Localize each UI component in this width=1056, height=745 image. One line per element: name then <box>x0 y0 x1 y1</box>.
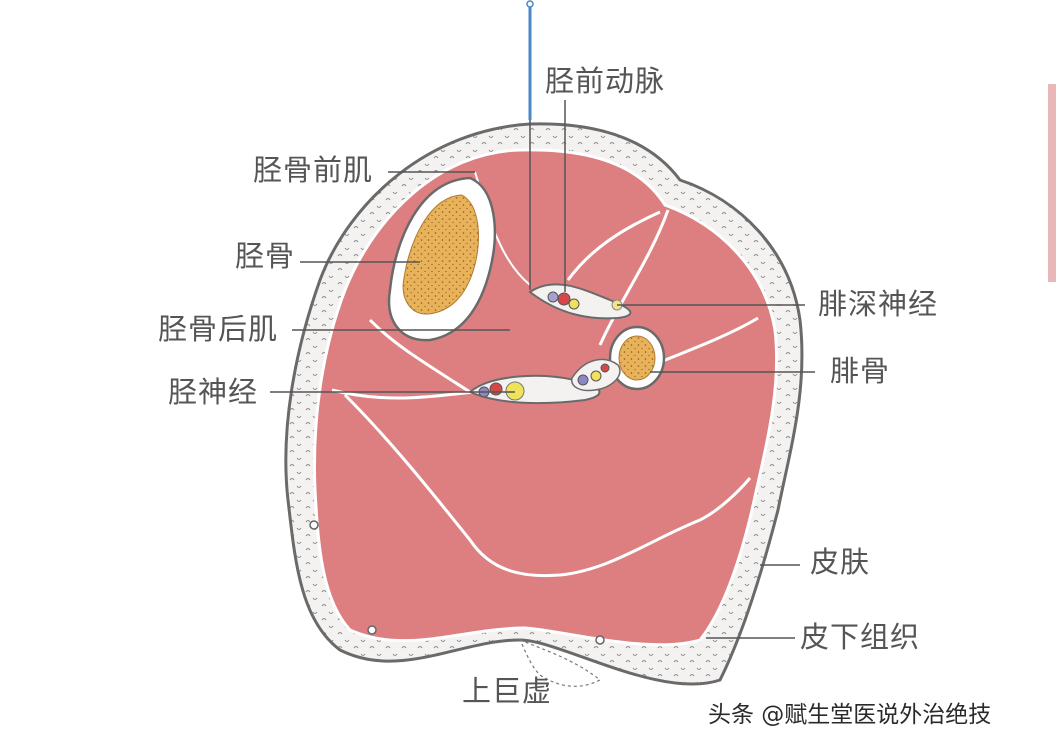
anterior-tibial-vein <box>568 298 580 310</box>
tibia-marrow <box>402 194 479 315</box>
label-acupoint: 上巨虚 <box>462 674 553 708</box>
septum-line <box>598 209 670 346</box>
anterior-tibial-artery <box>557 292 571 306</box>
label-fibula: 腓骨 <box>830 354 891 388</box>
label-deep-peroneal-nerve: 腓深神经 <box>818 287 939 321</box>
anterior-tibial-vein <box>547 291 559 303</box>
cutaneous-vessel <box>367 625 377 635</box>
septum-line <box>368 318 471 394</box>
watermark: 头条 @赋生堂医说外治绝技 <box>708 702 992 728</box>
label-tibia: 胫骨 <box>235 239 296 273</box>
septum-line <box>343 393 752 578</box>
label-tibialis-anterior: 胫骨前肌 <box>253 153 374 187</box>
needle-handle <box>526 0 534 8</box>
peroneal-vein <box>577 374 589 386</box>
label-anterior-tibial-artery: 胫前动脉 <box>545 64 666 98</box>
cutaneous-vessel <box>309 520 319 530</box>
tibial-nerve <box>505 381 525 401</box>
label-tibial-nerve: 胫神经 <box>168 375 259 409</box>
posterior-tibial-artery <box>489 382 503 396</box>
peroneal-artery <box>590 370 602 382</box>
acupoint-region <box>518 638 602 687</box>
septum-line <box>566 210 661 281</box>
peroneal-nerve <box>600 363 610 373</box>
label-subcutaneous-tissue: 皮下组织 <box>800 620 921 654</box>
label-skin: 皮肤 <box>810 545 871 579</box>
label-tibialis-posterior: 胫骨后肌 <box>158 312 279 346</box>
cutaneous-vessel <box>595 635 605 645</box>
septum-line <box>331 388 476 400</box>
fibula-marrow <box>618 335 656 381</box>
edge-tab <box>1048 84 1056 282</box>
